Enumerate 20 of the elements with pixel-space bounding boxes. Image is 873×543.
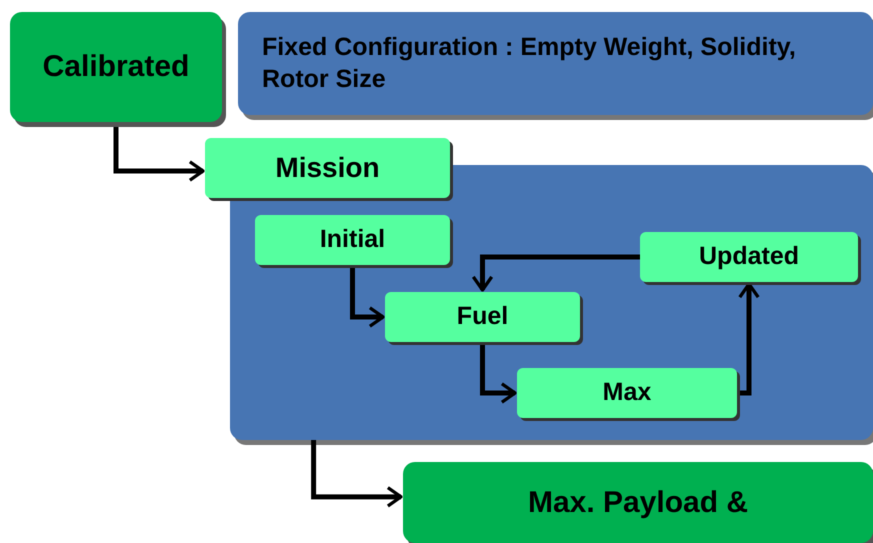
step-box bbox=[640, 232, 858, 282]
process-box bbox=[10, 12, 222, 122]
step-box bbox=[517, 368, 737, 418]
box-label: Initial bbox=[320, 224, 386, 256]
box-label: Fixed Configuration : Empty Weight, Solidity, Rotor Size bbox=[262, 32, 797, 94]
box-label: Max bbox=[602, 377, 652, 408]
process-box bbox=[238, 12, 873, 115]
panel-title: Mission bbox=[275, 151, 380, 185]
box-label: Fuel bbox=[456, 301, 508, 332]
step-box bbox=[385, 292, 580, 342]
process-box bbox=[403, 462, 873, 543]
step-box bbox=[255, 215, 450, 265]
box-label: Updated bbox=[699, 241, 799, 272]
arrow bbox=[311, 440, 403, 508]
arrow bbox=[480, 342, 517, 404]
arrow bbox=[350, 265, 385, 328]
arrow bbox=[472, 254, 640, 292]
box-label: Max. Payload & bbox=[528, 484, 748, 521]
arrow bbox=[737, 282, 760, 396]
box-label: Calibrated bbox=[42, 49, 190, 86]
